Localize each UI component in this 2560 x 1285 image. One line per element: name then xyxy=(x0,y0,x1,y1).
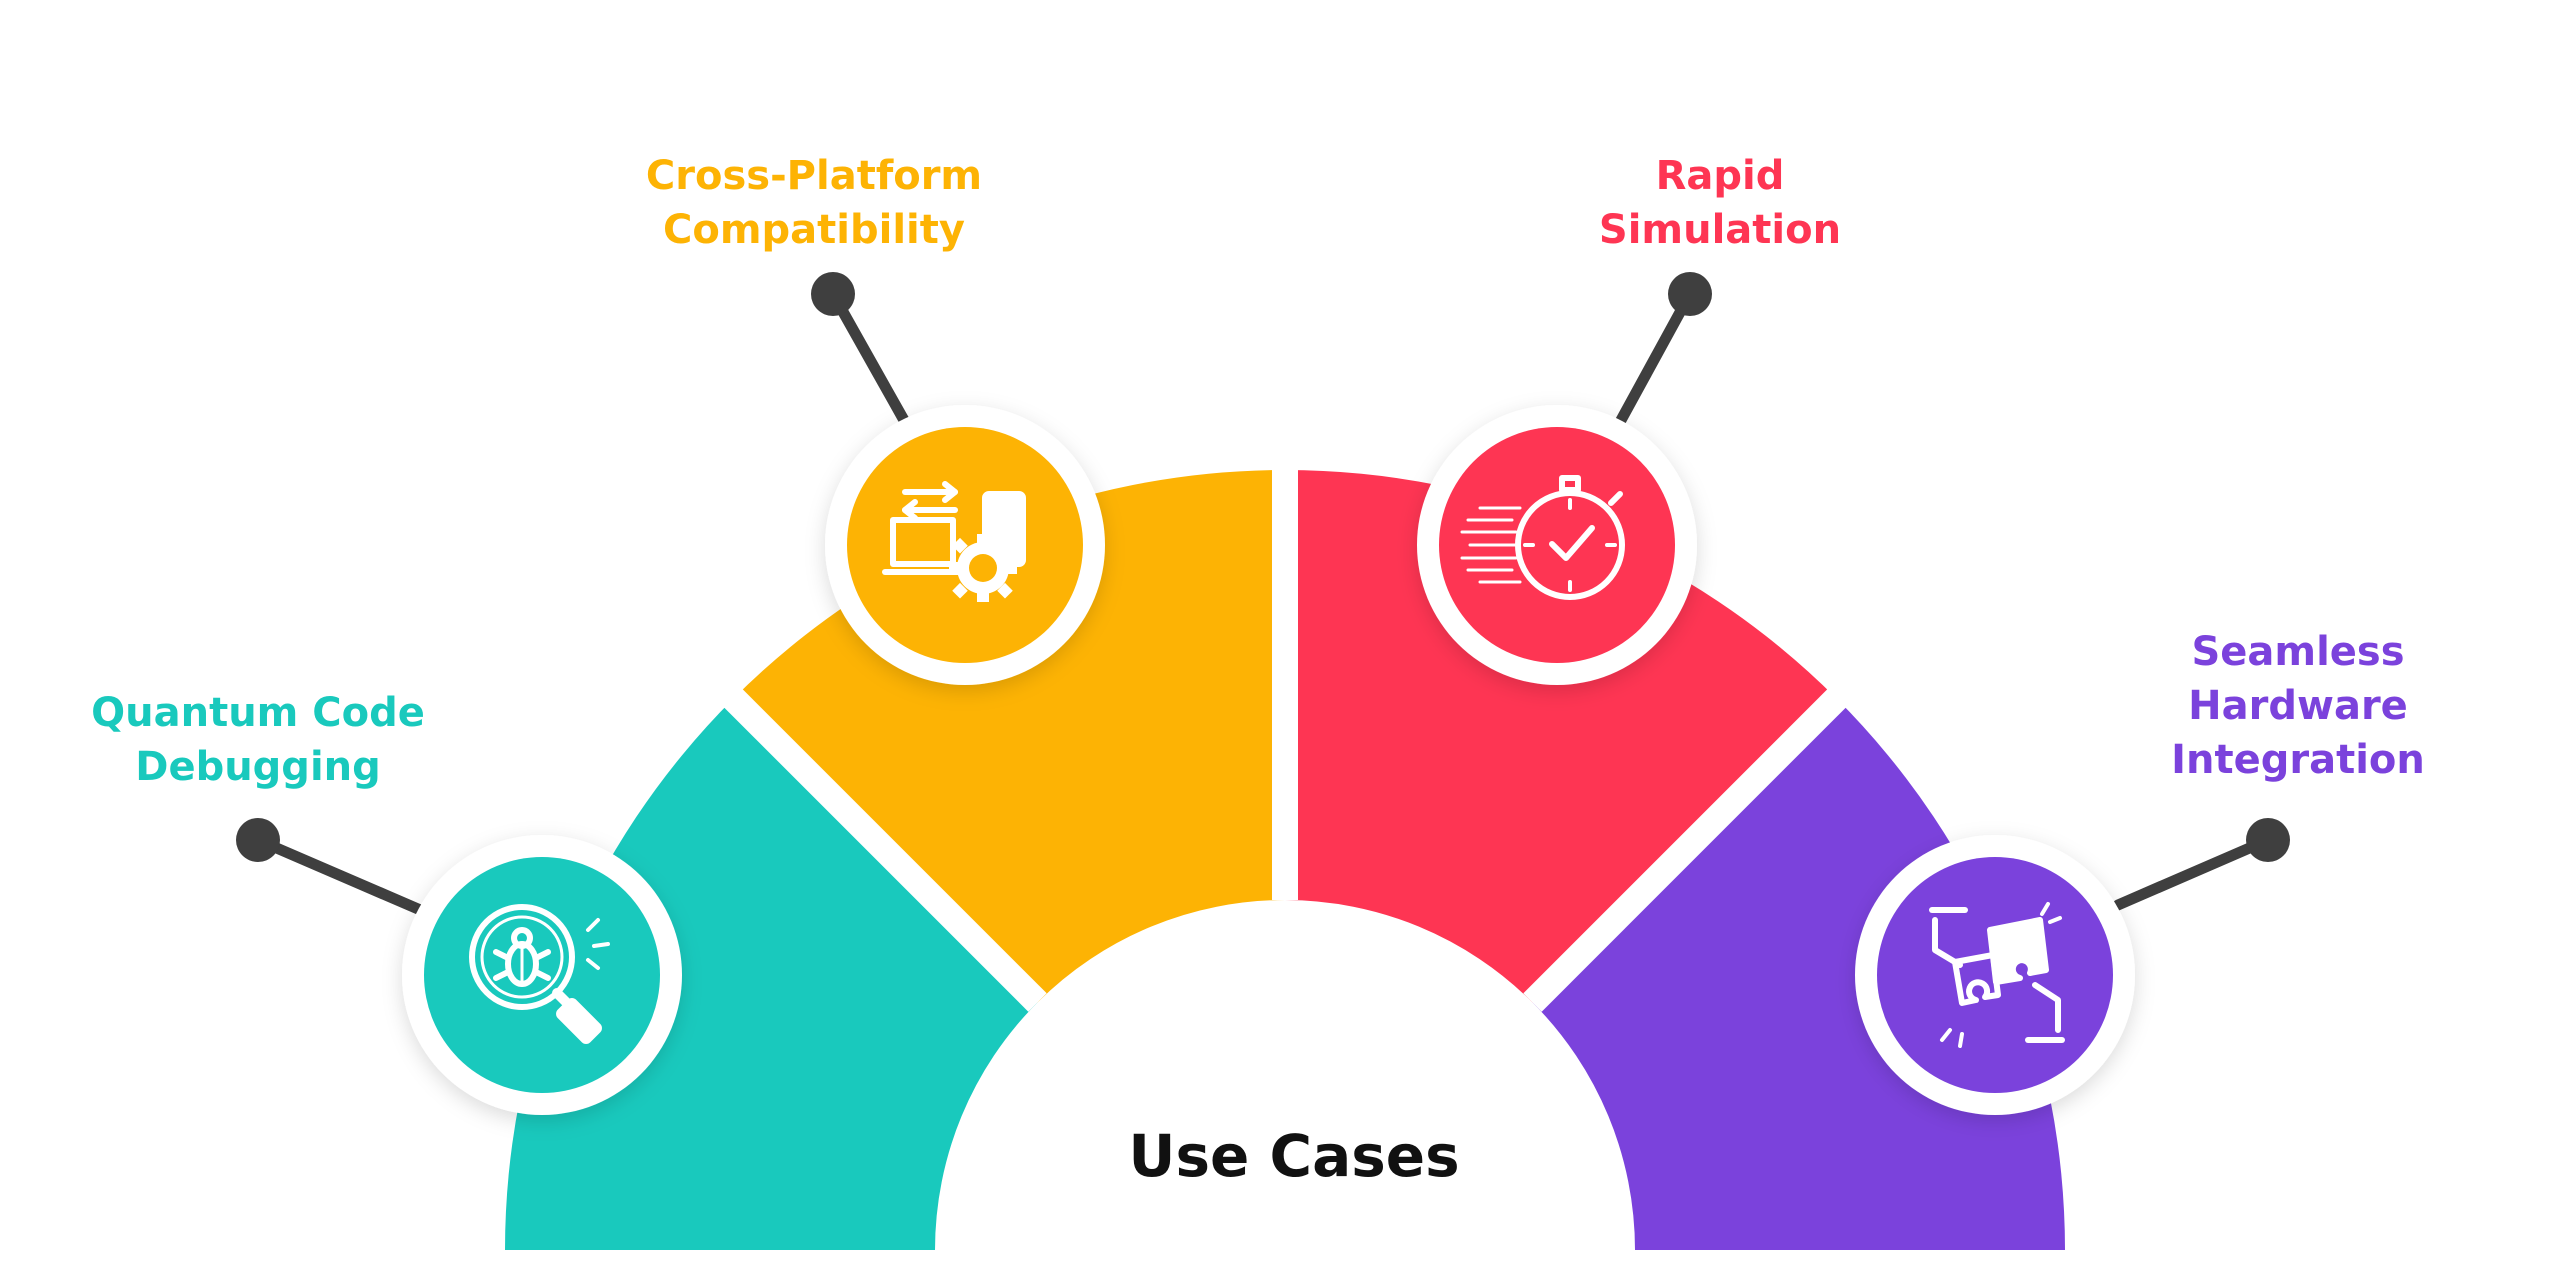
pin-line-debugging xyxy=(252,834,431,918)
pin-line-hardware xyxy=(2112,834,2274,911)
label-line: Integration xyxy=(2171,737,2425,783)
badge-rapid-simulation xyxy=(1417,405,1697,685)
segment-seamless-hardware-integration xyxy=(1532,698,2065,1250)
pin-dot-simulation xyxy=(1668,272,1712,316)
diagram-title: Use Cases xyxy=(1128,1122,1460,1190)
bottom-band xyxy=(0,1250,2560,1280)
separator-right xyxy=(1523,675,1860,1012)
badge-quantum-code-debugging xyxy=(402,835,682,1115)
puzzle-hands-icon xyxy=(1929,902,2065,1048)
label-line: Hardware xyxy=(2188,683,2408,729)
segment-rapid-simulation xyxy=(1285,470,1837,1003)
pin-dot-compatibility xyxy=(811,272,855,316)
pin-line-simulation xyxy=(1614,288,1696,428)
badge-seamless-hardware-integration xyxy=(1855,835,2135,1115)
arc-segments xyxy=(505,470,2065,1250)
label-line: Debugging xyxy=(135,744,381,790)
label-line: Rapid xyxy=(1655,153,1785,199)
stopwatch-icon xyxy=(1460,475,1625,600)
badge-cross-platform-compatibility xyxy=(825,405,1105,685)
label-line: Cross-Platform xyxy=(645,153,983,199)
pin-line-compatibility xyxy=(827,288,911,428)
label-seamless-hardware-integration: Seamless Hardware Integration xyxy=(2171,625,2425,787)
label-quantum-code-debugging: Quantum Code Debugging xyxy=(91,686,425,794)
separator-left xyxy=(710,675,1047,1012)
pin-dot-debugging xyxy=(236,818,280,862)
label-cross-platform-compatibility: Cross-Platform Compatibility xyxy=(646,149,982,257)
pin-dot-hardware xyxy=(2246,818,2290,862)
label-line: Compatibility xyxy=(663,207,965,253)
segment-separators xyxy=(710,455,1860,1012)
devices-sync-icon xyxy=(882,481,1026,602)
pins xyxy=(236,272,2290,918)
segment-quantum-code-debugging xyxy=(505,698,1038,1250)
label-rapid-simulation: Rapid Simulation xyxy=(1599,149,1841,257)
label-line: Seamless xyxy=(2191,629,2405,675)
label-line: Simulation xyxy=(1598,207,1842,253)
label-line: Quantum Code xyxy=(91,690,425,736)
bug-search-icon xyxy=(469,904,610,1044)
